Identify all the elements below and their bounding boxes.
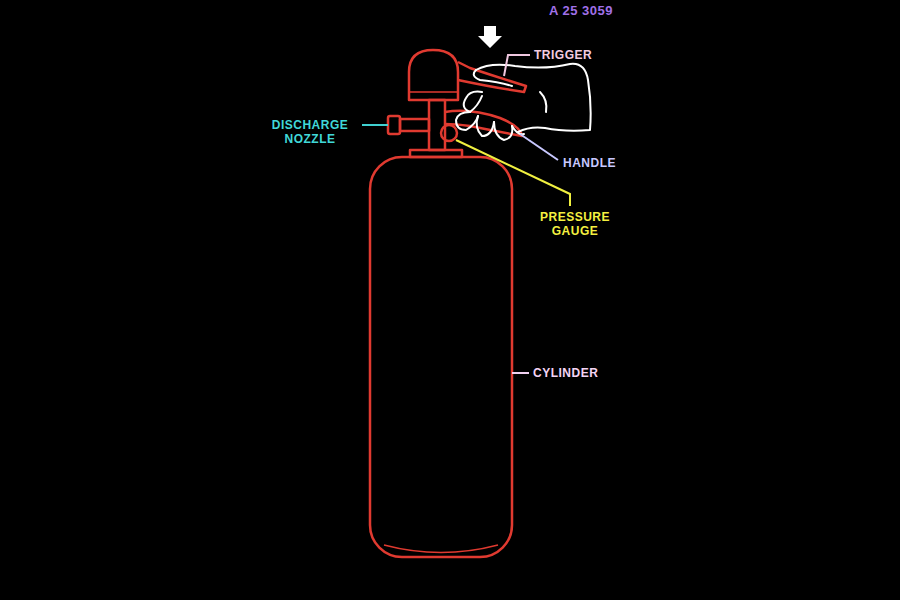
discharge-nozzle: [388, 116, 400, 134]
hand: [456, 64, 591, 140]
valve-head: [409, 50, 458, 100]
nozzle-leader: [362, 124, 388, 126]
part-label: DISCHARGE NOZZLE: [258, 118, 362, 146]
part-label: TRIGGER: [534, 48, 634, 62]
cylinder-base-line: [384, 545, 498, 553]
part-label: CYLINDER: [533, 366, 643, 380]
figure-number: A 25 3059: [549, 4, 649, 18]
part-label: PRESSURE GAUGE: [528, 210, 622, 238]
press-arrow: [478, 26, 502, 48]
nozzle-pipe: [400, 119, 429, 131]
cylinder-leader: [512, 372, 529, 374]
valve-stem: [429, 100, 445, 150]
pressure-gauge: [441, 125, 457, 141]
gauge-leader: [456, 140, 570, 206]
head-line: [409, 91, 458, 93]
trigger-leader: [504, 55, 530, 76]
handle-leader: [520, 134, 558, 160]
part-label: HANDLE: [563, 156, 653, 170]
cylinder-body: [370, 157, 512, 557]
